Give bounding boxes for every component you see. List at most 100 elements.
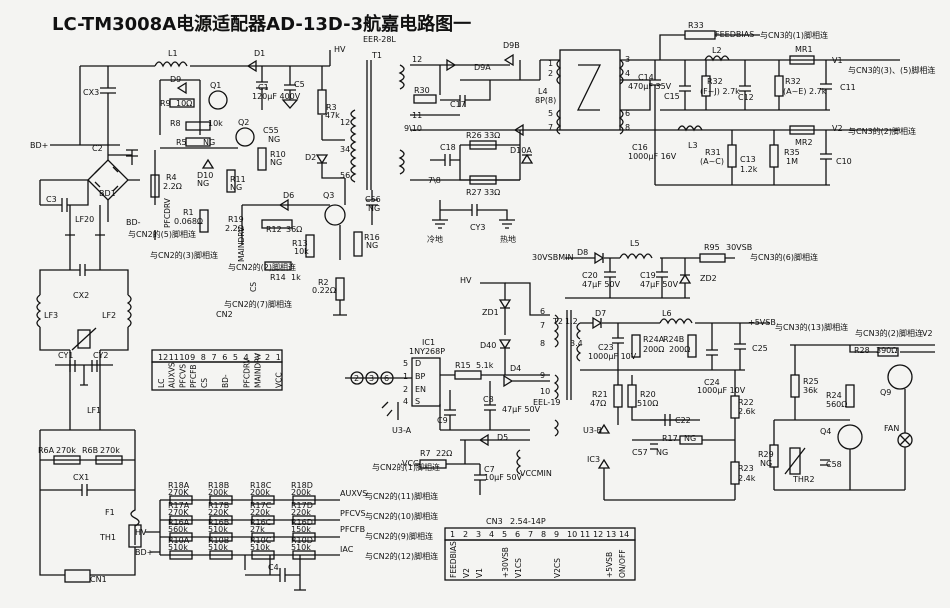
- label-r14: R14: [270, 273, 286, 282]
- label-cn2-7: 与CN2的(7)脚相连: [224, 299, 292, 309]
- pin-t1-34: 34: [340, 145, 350, 154]
- label-cn2-12: 与CN2的(12)脚相连: [365, 551, 438, 561]
- divider-resistor-value: 220k: [291, 508, 311, 517]
- divider-resistor-ref: R18D: [291, 481, 313, 490]
- label-cn2-11: 与CN2的(11)脚相连: [365, 491, 438, 501]
- divider-resistor: [169, 550, 193, 560]
- pin-num-4: 4: [403, 397, 408, 406]
- label-cn3-6: 与CN3的(6)脚相连: [750, 252, 818, 262]
- value-r3: 47k: [325, 111, 340, 120]
- pin-en: EN: [415, 385, 426, 394]
- label-lf3: LF3: [44, 311, 58, 320]
- value-r24a: 200Ω: [643, 345, 664, 354]
- cn2-pin-number: 5: [233, 353, 238, 362]
- primary-switching-section: D1 HV D9 R9 10Ω Q1 R8 10k R5 NG Q2 D10 N…: [128, 35, 396, 316]
- label-c7: C7: [484, 465, 495, 474]
- value-r10: NG: [270, 158, 282, 167]
- label-c4: C4: [268, 563, 279, 572]
- value-r26: 33Ω: [484, 131, 500, 140]
- value-r35: 1M: [786, 157, 798, 166]
- divider-resistor-value: 510k: [208, 543, 228, 552]
- fan-control-section: 与CN3的(2)脚相连 V2 R28 390Ω R25 36k Q9 R24 5…: [758, 328, 935, 491]
- label-bd-net: BD+: [135, 548, 153, 557]
- label-bd-minus: BD-: [126, 218, 141, 227]
- label-r32b: R32: [785, 77, 801, 86]
- label-l1: L1: [168, 49, 178, 58]
- cn2-pin-label: PFCVS: [178, 364, 187, 388]
- label-lf20: LF20: [75, 215, 94, 224]
- label-v2-fan: V2: [922, 329, 933, 338]
- label-r16: R16: [364, 233, 380, 242]
- divider-resistor: [251, 515, 275, 525]
- label-l3: L3: [688, 141, 698, 150]
- value-c19: 47μF 50V: [640, 280, 679, 289]
- divider-resistor-value: 150k: [291, 525, 311, 534]
- label-lf1: LF1: [87, 406, 101, 415]
- label-pfcvs: PFCVS: [340, 509, 366, 518]
- value-r31: (A~C): [700, 157, 724, 166]
- value-r95: 30VSB: [726, 243, 752, 252]
- cn3-pin-number: 14: [619, 530, 629, 539]
- connector-cn1: [64, 569, 91, 583]
- label-c25: C25: [752, 344, 768, 353]
- cn2-pin-label: LC: [157, 379, 166, 388]
- cn2-pin-label: CS: [200, 378, 209, 388]
- label-r21: R21: [592, 390, 608, 399]
- value-c55: NG: [268, 135, 280, 144]
- divider-resistor: [209, 515, 233, 525]
- value-r2: 0.22Ω: [312, 286, 336, 295]
- label-f1: F1: [105, 508, 115, 517]
- value-l4: 8P(8): [535, 96, 556, 105]
- label-d8: D8: [577, 248, 588, 257]
- label-r10: R10: [270, 150, 286, 159]
- label-d10: D10: [197, 171, 213, 180]
- label-v1: V1: [832, 56, 843, 65]
- divider-resistor-ref: R16C: [250, 518, 272, 527]
- value-r24b: 200Ω: [669, 345, 690, 354]
- label-th1: TH1: [99, 533, 116, 542]
- cn2-pin-label: PFCDRV: [243, 357, 252, 388]
- standby-section: 30VSBMIN D8 L5 R95 30VSB 与CN3的(6)脚相连 C20…: [532, 239, 848, 501]
- label-cn3-2b: 与CN3的(2)脚相连: [855, 328, 923, 338]
- label-cn3-spec: 2.54-14P: [510, 517, 546, 526]
- divider-resistor-ref: R16A: [168, 518, 190, 527]
- label-maindrv: MAINDRV: [237, 226, 246, 262]
- label-iac: IAC: [340, 545, 354, 554]
- value-r9: 10Ω: [176, 99, 192, 108]
- pin-num-1: 1: [403, 372, 408, 381]
- label-ic1: IC1: [422, 338, 435, 347]
- cn2-pin-label: BD-: [221, 374, 230, 388]
- divider-resistor: [209, 495, 233, 505]
- label-c19: C19: [640, 271, 656, 280]
- divider-resistor-value: 220K: [208, 508, 229, 517]
- label-cn3: CN3: [486, 517, 503, 526]
- label-c56: C56: [365, 195, 381, 204]
- cn3-pin-number: 6: [515, 530, 520, 539]
- divider-resistor-value: 200k: [250, 488, 270, 497]
- cn3-pin-number: 1: [450, 530, 455, 539]
- value-r6b: 270k: [100, 446, 120, 455]
- secondary-main-outputs: 12 11 9\10 7\8 D9B D9A R30 C17 L4 8P(8) …: [398, 21, 935, 244]
- divider-resistor-value: 510k: [291, 543, 311, 552]
- value-c8: 47μF 50V: [502, 405, 541, 414]
- divider-resistor: [169, 515, 193, 525]
- value-r29: NG: [760, 459, 772, 468]
- label-r4: R4: [166, 173, 177, 182]
- divider-network: AUXVS PFCVS PFCFB IAC 与CN2的(11)脚相连 与CN2的…: [135, 481, 438, 591]
- label-lf2: LF2: [102, 311, 116, 320]
- inductor-l1: [154, 61, 188, 68]
- label-q2: Q2: [238, 118, 249, 127]
- label-cn2-10: 与CN2的(10)脚相连: [365, 511, 438, 521]
- cn3-pin-label: FEEDBIAS: [449, 541, 458, 578]
- ic1-chip: [411, 357, 441, 407]
- label-zd1: ZD1: [482, 308, 499, 317]
- opto-node-6: 6: [384, 374, 389, 383]
- label-r8: R8: [170, 119, 181, 128]
- divider-resistor-ref: R10A: [168, 536, 190, 545]
- cn3-pin-label: ON/OFF: [618, 549, 627, 578]
- label-cn2-3: 与CN2的(3)脚相连: [150, 250, 218, 260]
- cn2-pin-number: 3: [254, 353, 259, 362]
- value-r1: 0.068Ω: [174, 217, 203, 226]
- input-filter-section: L1 CX3 BD+ BD1 BD- C2 C3 LF20 CX2 LF3 LF…: [30, 49, 330, 584]
- label-l6: L6: [662, 309, 672, 318]
